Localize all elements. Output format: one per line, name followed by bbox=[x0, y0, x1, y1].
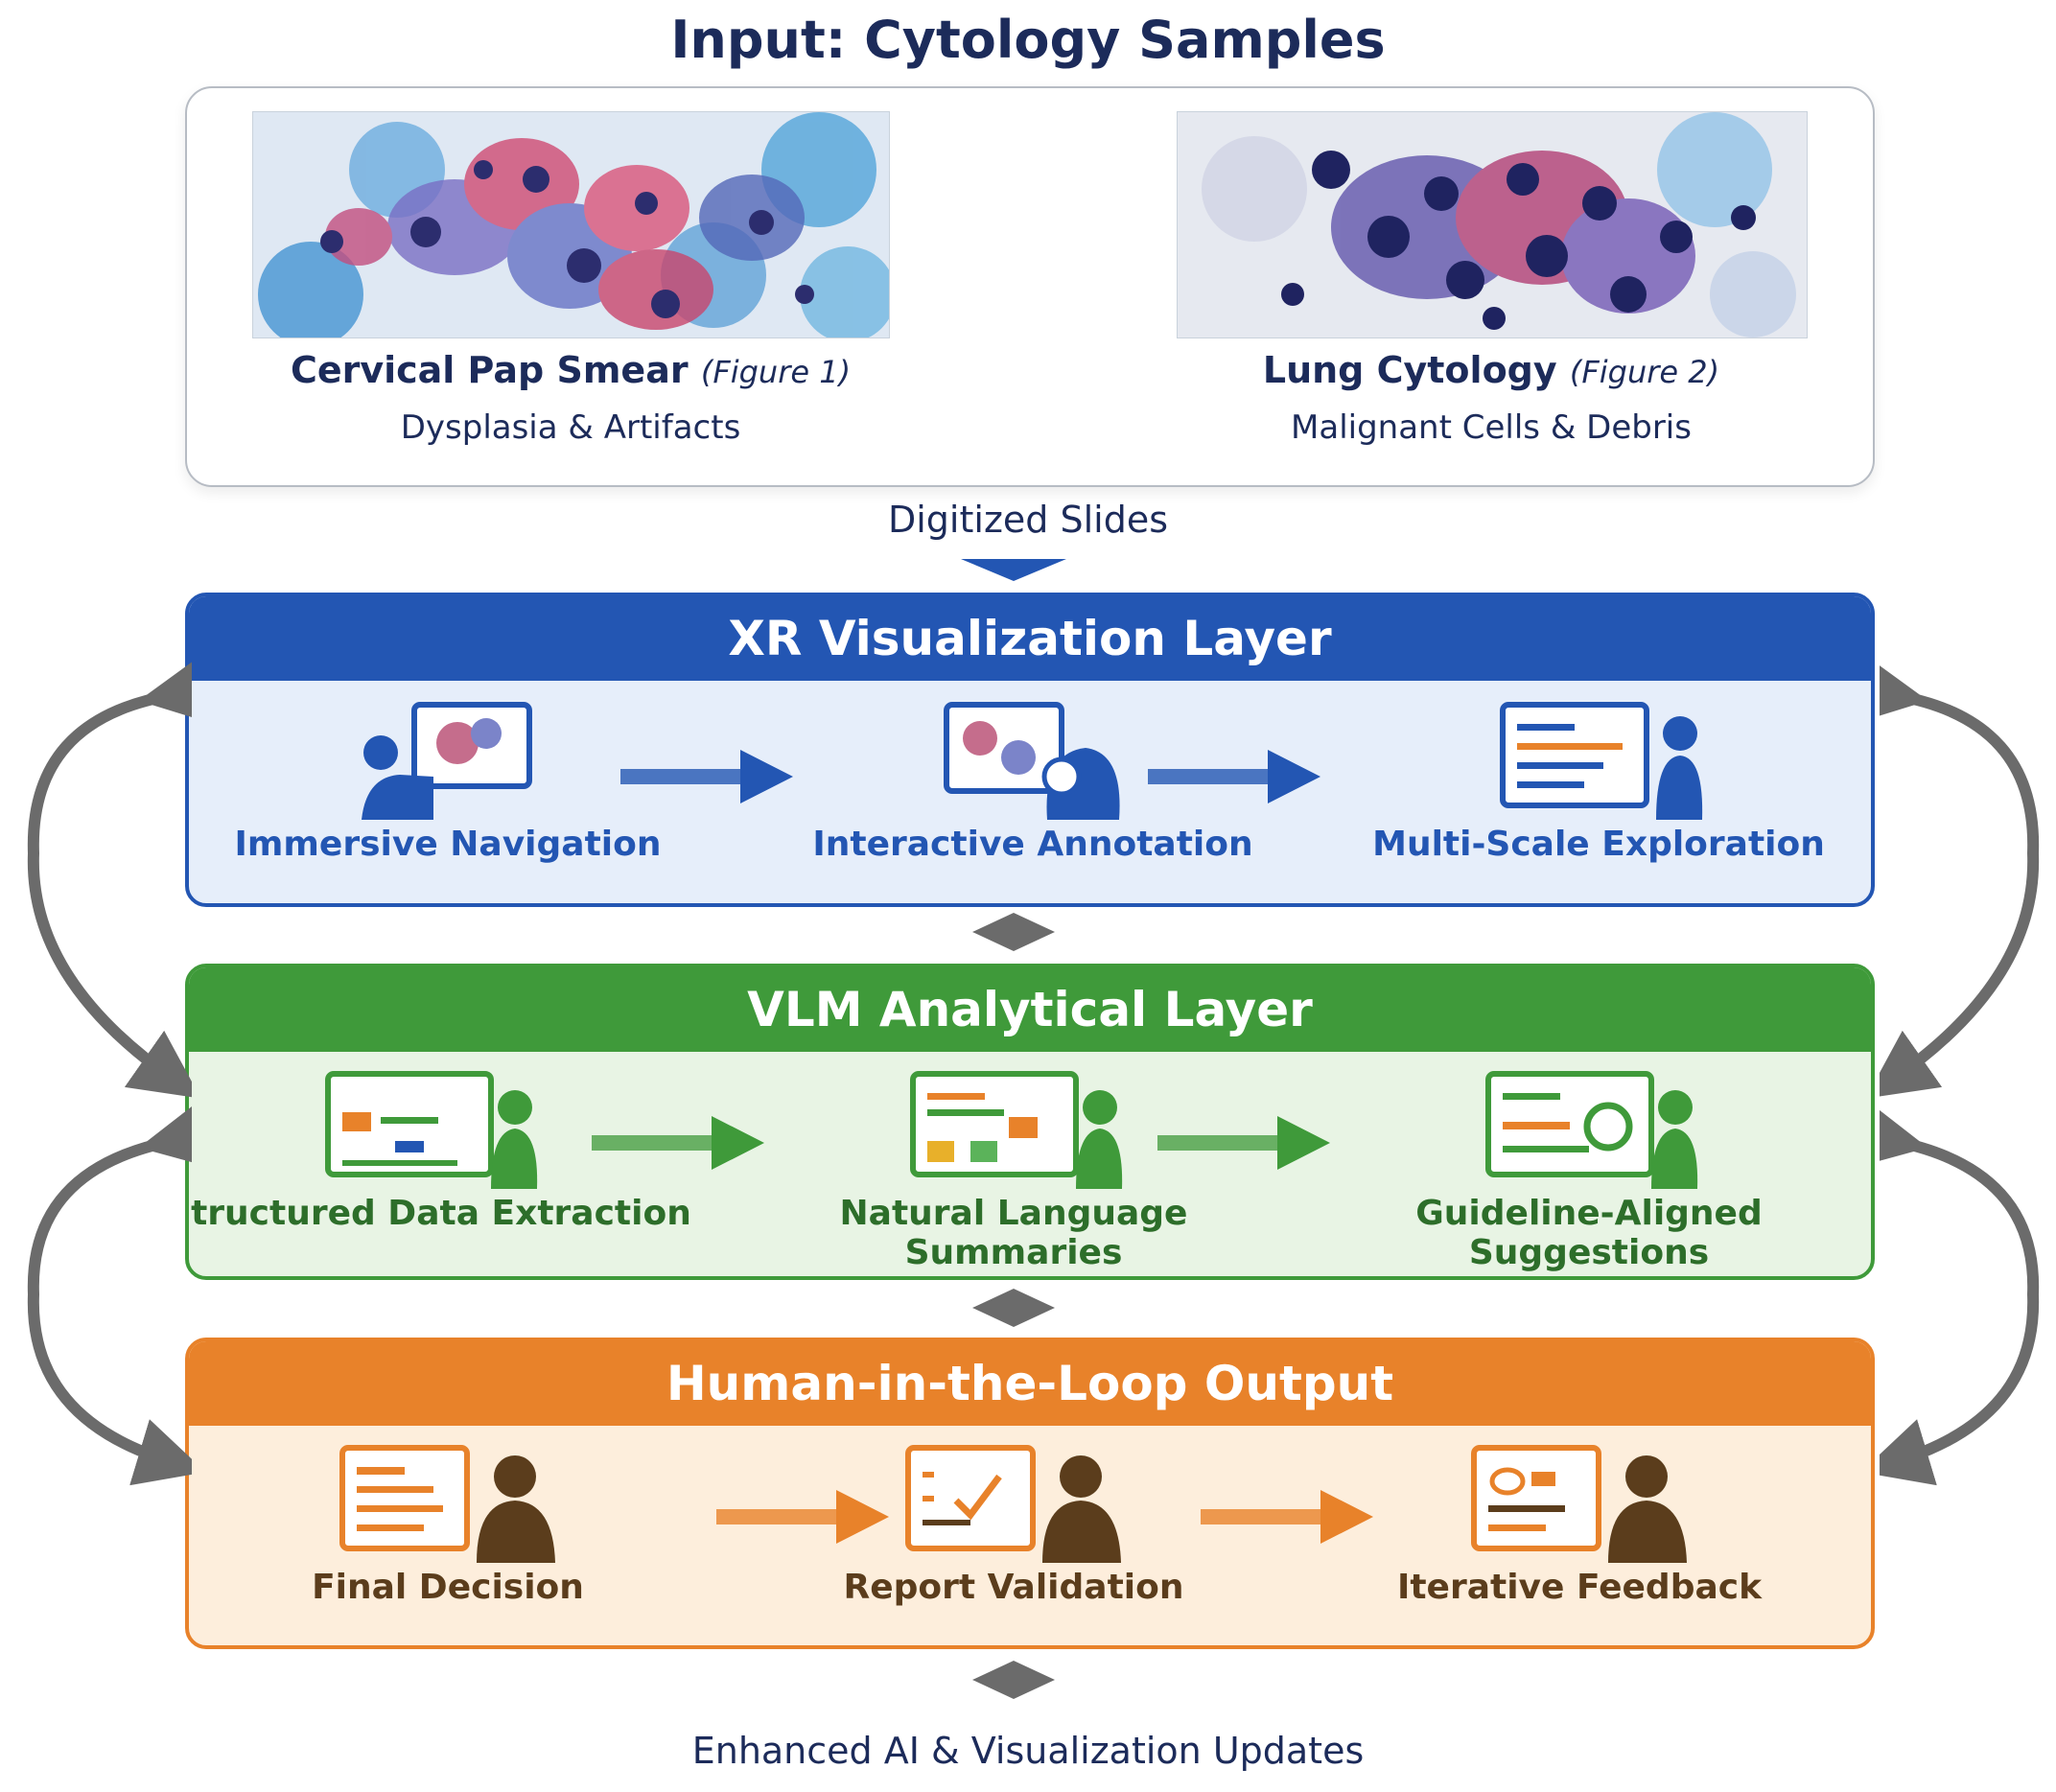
right-arrow-icon bbox=[592, 1116, 764, 1170]
step-label: Immersive Navigation bbox=[234, 825, 662, 864]
report-validation-icon bbox=[905, 1445, 1121, 1563]
xr-visualization-layer: XR Visualization Layer Immersive Navigat… bbox=[185, 593, 1875, 907]
sample-1-figure: (Figure 1) bbox=[700, 354, 852, 390]
step-report-validation: Report Validation bbox=[745, 1443, 1282, 1607]
step-multi-scale-exploration: Multi-Scale Exploration bbox=[1330, 700, 1867, 864]
right-arrow-icon bbox=[716, 1490, 889, 1544]
step-label: Natural Language Summaries bbox=[839, 1194, 1188, 1272]
iterative-feedback-icon bbox=[1471, 1445, 1687, 1563]
lung-cytology-image bbox=[1177, 111, 1808, 338]
step-label: Structured Data Extraction bbox=[185, 1194, 691, 1233]
step-label: Interactive Annotation bbox=[812, 825, 1253, 864]
right-arrow-icon bbox=[620, 750, 793, 803]
step-label: Guideline-Aligned Suggestions bbox=[1415, 1194, 1763, 1272]
natural-language-summaries-icon bbox=[910, 1071, 1123, 1189]
input-samples-panel: Cervical Pap Smear (Figure 1) Dysplasia … bbox=[185, 86, 1875, 487]
sample-2-figure: (Figure 2) bbox=[1569, 354, 1720, 390]
immersive-navigation-icon bbox=[362, 702, 532, 820]
diamond-connector-icon bbox=[972, 1661, 1055, 1699]
right-arrow-icon bbox=[1201, 1490, 1373, 1544]
sample-2-title: Lung Cytology (Figure 2) bbox=[1156, 349, 1827, 391]
bottom-updates-label: Enhanced AI & Visualization Updates bbox=[691, 1730, 1365, 1772]
step-label: Report Validation bbox=[843, 1568, 1184, 1607]
diamond-connector-icon bbox=[972, 913, 1055, 951]
step-iterative-feedback: Iterative Feedback bbox=[1311, 1443, 1848, 1607]
step-label: Iterative Feedback bbox=[1396, 1568, 1763, 1607]
vlm-analytical-layer: VLM Analytical Layer Structured Data Ext… bbox=[185, 964, 1875, 1280]
digitized-slides-label: Digitized Slides bbox=[887, 499, 1168, 541]
sample-1-name: Cervical Pap Smear bbox=[290, 349, 689, 391]
step-label: Multi-Scale Exploration bbox=[1372, 825, 1825, 864]
step-immersive-navigation: Immersive Navigation bbox=[189, 700, 716, 864]
right-arrow-icon bbox=[1148, 750, 1320, 803]
sample-2-desc: Malignant Cells & Debris bbox=[1291, 408, 1692, 447]
sample-2-name: Lung Cytology bbox=[1262, 349, 1557, 391]
hitl-layer-title: Human-in-the-Loop Output bbox=[189, 1341, 1871, 1426]
page-title: Input: Cytology Samples bbox=[670, 10, 1386, 70]
step-guideline-aligned-suggestions: Guideline-Aligned Suggestions bbox=[1320, 1069, 1857, 1272]
human-in-the-loop-layer: Human-in-the-Loop Output Final Decision … bbox=[185, 1338, 1875, 1649]
step-interactive-annotation: Interactive Annotation bbox=[764, 700, 1301, 864]
right-feedback-arrows-icon bbox=[1880, 662, 2040, 1486]
cervical-pap-smear-image bbox=[252, 111, 890, 338]
down-arrow-icon bbox=[961, 559, 1066, 581]
multi-scale-exploration-icon bbox=[1500, 702, 1703, 820]
right-arrow-icon bbox=[1157, 1116, 1330, 1170]
sample-1-title: Cervical Pap Smear (Figure 1) bbox=[235, 349, 906, 391]
guideline-aligned-suggestions-icon bbox=[1485, 1071, 1698, 1189]
step-natural-language-summaries: Natural Language Summaries bbox=[745, 1069, 1282, 1272]
final-decision-icon bbox=[339, 1445, 555, 1563]
vlm-layer-title: VLM Analytical Layer bbox=[189, 967, 1871, 1052]
sample-1-desc: Dysplasia & Artifacts bbox=[400, 408, 741, 447]
xr-layer-title: XR Visualization Layer bbox=[189, 596, 1871, 681]
step-label: Final Decision bbox=[312, 1568, 584, 1607]
diamond-connector-icon bbox=[972, 1289, 1055, 1327]
left-feedback-arrows-icon bbox=[27, 662, 192, 1486]
interactive-annotation-icon bbox=[944, 702, 1120, 820]
structured-data-extraction-icon bbox=[325, 1071, 538, 1189]
step-structured-data-extraction: Structured Data Extraction bbox=[185, 1069, 697, 1233]
step-final-decision: Final Decision bbox=[189, 1443, 716, 1607]
